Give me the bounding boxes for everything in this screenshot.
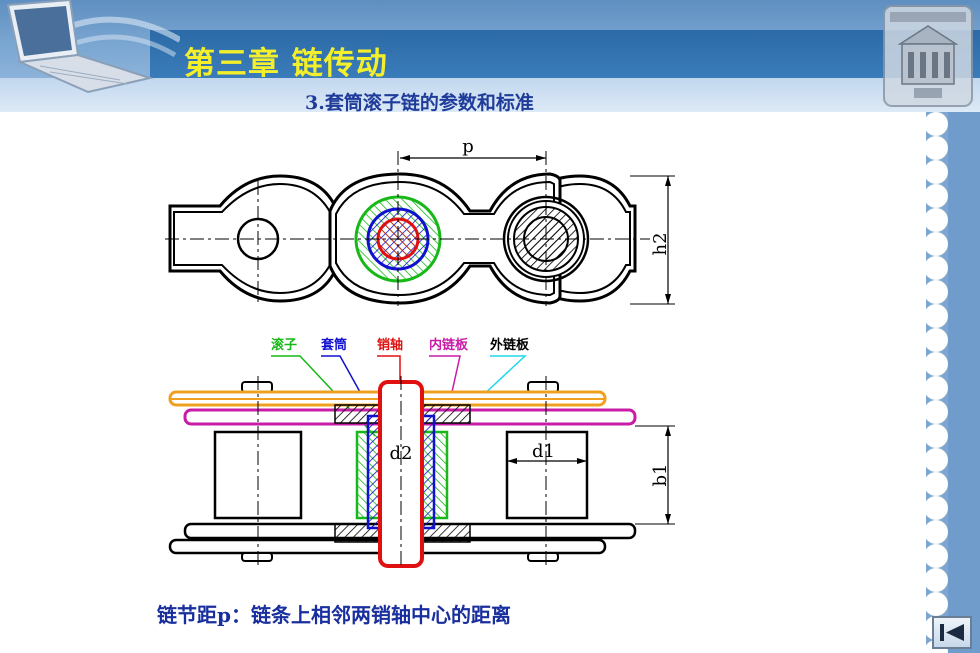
- previous-slide-icon: [940, 624, 964, 641]
- label-pin: 销轴: [377, 337, 403, 353]
- header-subband: [0, 78, 980, 112]
- h2-label: h2: [650, 232, 671, 255]
- d2-label: d2: [390, 443, 413, 464]
- previous-slide-button[interactable]: [932, 616, 972, 649]
- decorative-edge: [926, 112, 980, 653]
- header-band: [150, 30, 980, 78]
- university-emblem-icon: [883, 5, 973, 107]
- b1-label: b1: [650, 464, 671, 487]
- chain-section-view: d2 d1 b1: [168, 376, 675, 568]
- slide-header: 第三章 链传动 3.套筒滚子链的参数和标准: [0, 0, 980, 112]
- chain-top-view: p h2: [165, 136, 675, 306]
- caption-text: 链节距p：链条上相邻两销轴中心的距离: [157, 603, 511, 627]
- pitch-label: p: [462, 136, 474, 157]
- label-bushing: 套筒: [320, 337, 347, 353]
- label-roller: 滚子: [271, 337, 297, 353]
- label-inner-plate: 内链板: [429, 337, 469, 353]
- d1-label: d1: [532, 441, 555, 462]
- label-outer-plate: 外链板: [489, 337, 530, 353]
- laptop-icon: [6, 0, 180, 94]
- chain-diagram: p h2 滚子 套筒 销轴 内链板 外链板: [165, 136, 675, 568]
- chapter-title: 第三章 链传动: [184, 46, 388, 82]
- section-subtitle: 3.套筒滚子链的参数和标准: [305, 92, 534, 112]
